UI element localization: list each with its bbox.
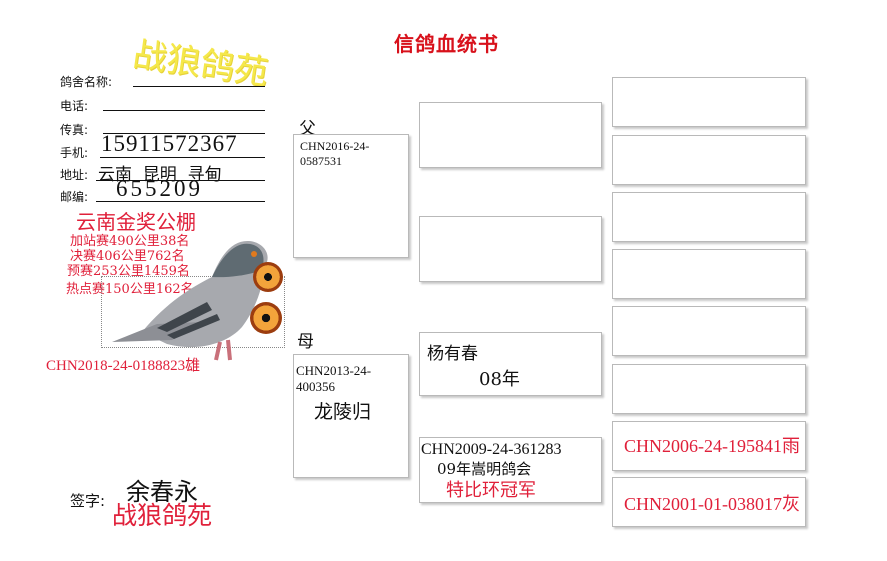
address-label: 地址: [60,168,89,182]
fax-label: 传真: [60,123,89,137]
mobile-value: 15911572367 [101,131,238,156]
race-result-2: 决赛406公里762名 [70,249,185,264]
dam-box: CHN2013-24-400356 龙陵归 [293,354,409,478]
eye-photo-2 [250,302,282,334]
mobile-line [100,157,265,158]
dam-dam-box: CHN2009-24-361283 09年嵩明鸽会 特比环冠军 [419,437,602,503]
sire-dam-box [419,216,602,282]
dam-sire-box: 杨有春 08年 [419,332,602,396]
race-result-1: 加站赛490公里38名 [70,234,190,249]
dam-ring: CHN2013-24-400356 [296,363,372,394]
gen3-box-6 [612,364,806,414]
page-title: 信鸽血统书 [394,32,499,56]
signature-label: 签字: [70,492,106,510]
gen3-box-7: CHN2006-24-195841雨 [612,421,806,471]
address-line [96,180,265,181]
race-result-3: 预赛253公里1459名 [67,264,190,279]
main-bird-ring: CHN2018-24-0188823雄 [46,358,201,374]
gen3-box-5 [612,306,806,356]
fax-line [103,133,265,134]
pigeon-photo [112,240,276,361]
phone-line [103,110,265,111]
dam-sire-name: 杨有春 [427,344,478,364]
mobile-label: 手机: [60,146,89,160]
signature-name: 余春永 [126,478,198,506]
race-result-4: 热点赛150公里162名 [66,282,194,297]
eye-photo-1 [253,262,283,292]
sire-sire-box [419,102,602,168]
loft-name-label: 鸽舍名称: [60,75,113,89]
postcode-value: 655209 [116,176,203,201]
loft-logo: 战狼鸽苑 [130,34,271,94]
dam-dam-sire-ring: CHN2006-24-195841雨 [624,436,800,456]
gen3-box-8: CHN2001-01-038017灰 [612,477,806,527]
signature-stamp: 战狼鸽苑 [112,501,213,530]
sire-ring: CHN2016-24-0587531 [300,139,370,168]
dam-label: 母 [297,332,314,352]
dam-dam-dam-ring: CHN2001-01-038017灰 [624,494,800,514]
gen3-box-3 [612,192,806,242]
gen3-box-2 [612,135,806,185]
dam-dam-ring: CHN2009-24-361283 [421,441,562,458]
main-bird-loft: 云南金奖公棚 [76,210,196,234]
photo-frame [101,276,285,348]
postcode-line [96,201,265,202]
dam-dam-note: 09年嵩明鸽会 [437,460,532,478]
phone-label: 电话: [60,99,89,113]
postcode-label: 邮编: [60,190,89,204]
dam-sire-note: 08年 [479,369,520,390]
gen3-box-4 [612,249,806,299]
gen3-box-1 [612,77,806,127]
sire-box: CHN2016-24-0587531 [293,134,409,258]
loft-name-line [133,86,265,87]
dam-dam-award: 特比环冠军 [446,480,536,501]
dam-name: 龙陵归 [314,401,372,423]
